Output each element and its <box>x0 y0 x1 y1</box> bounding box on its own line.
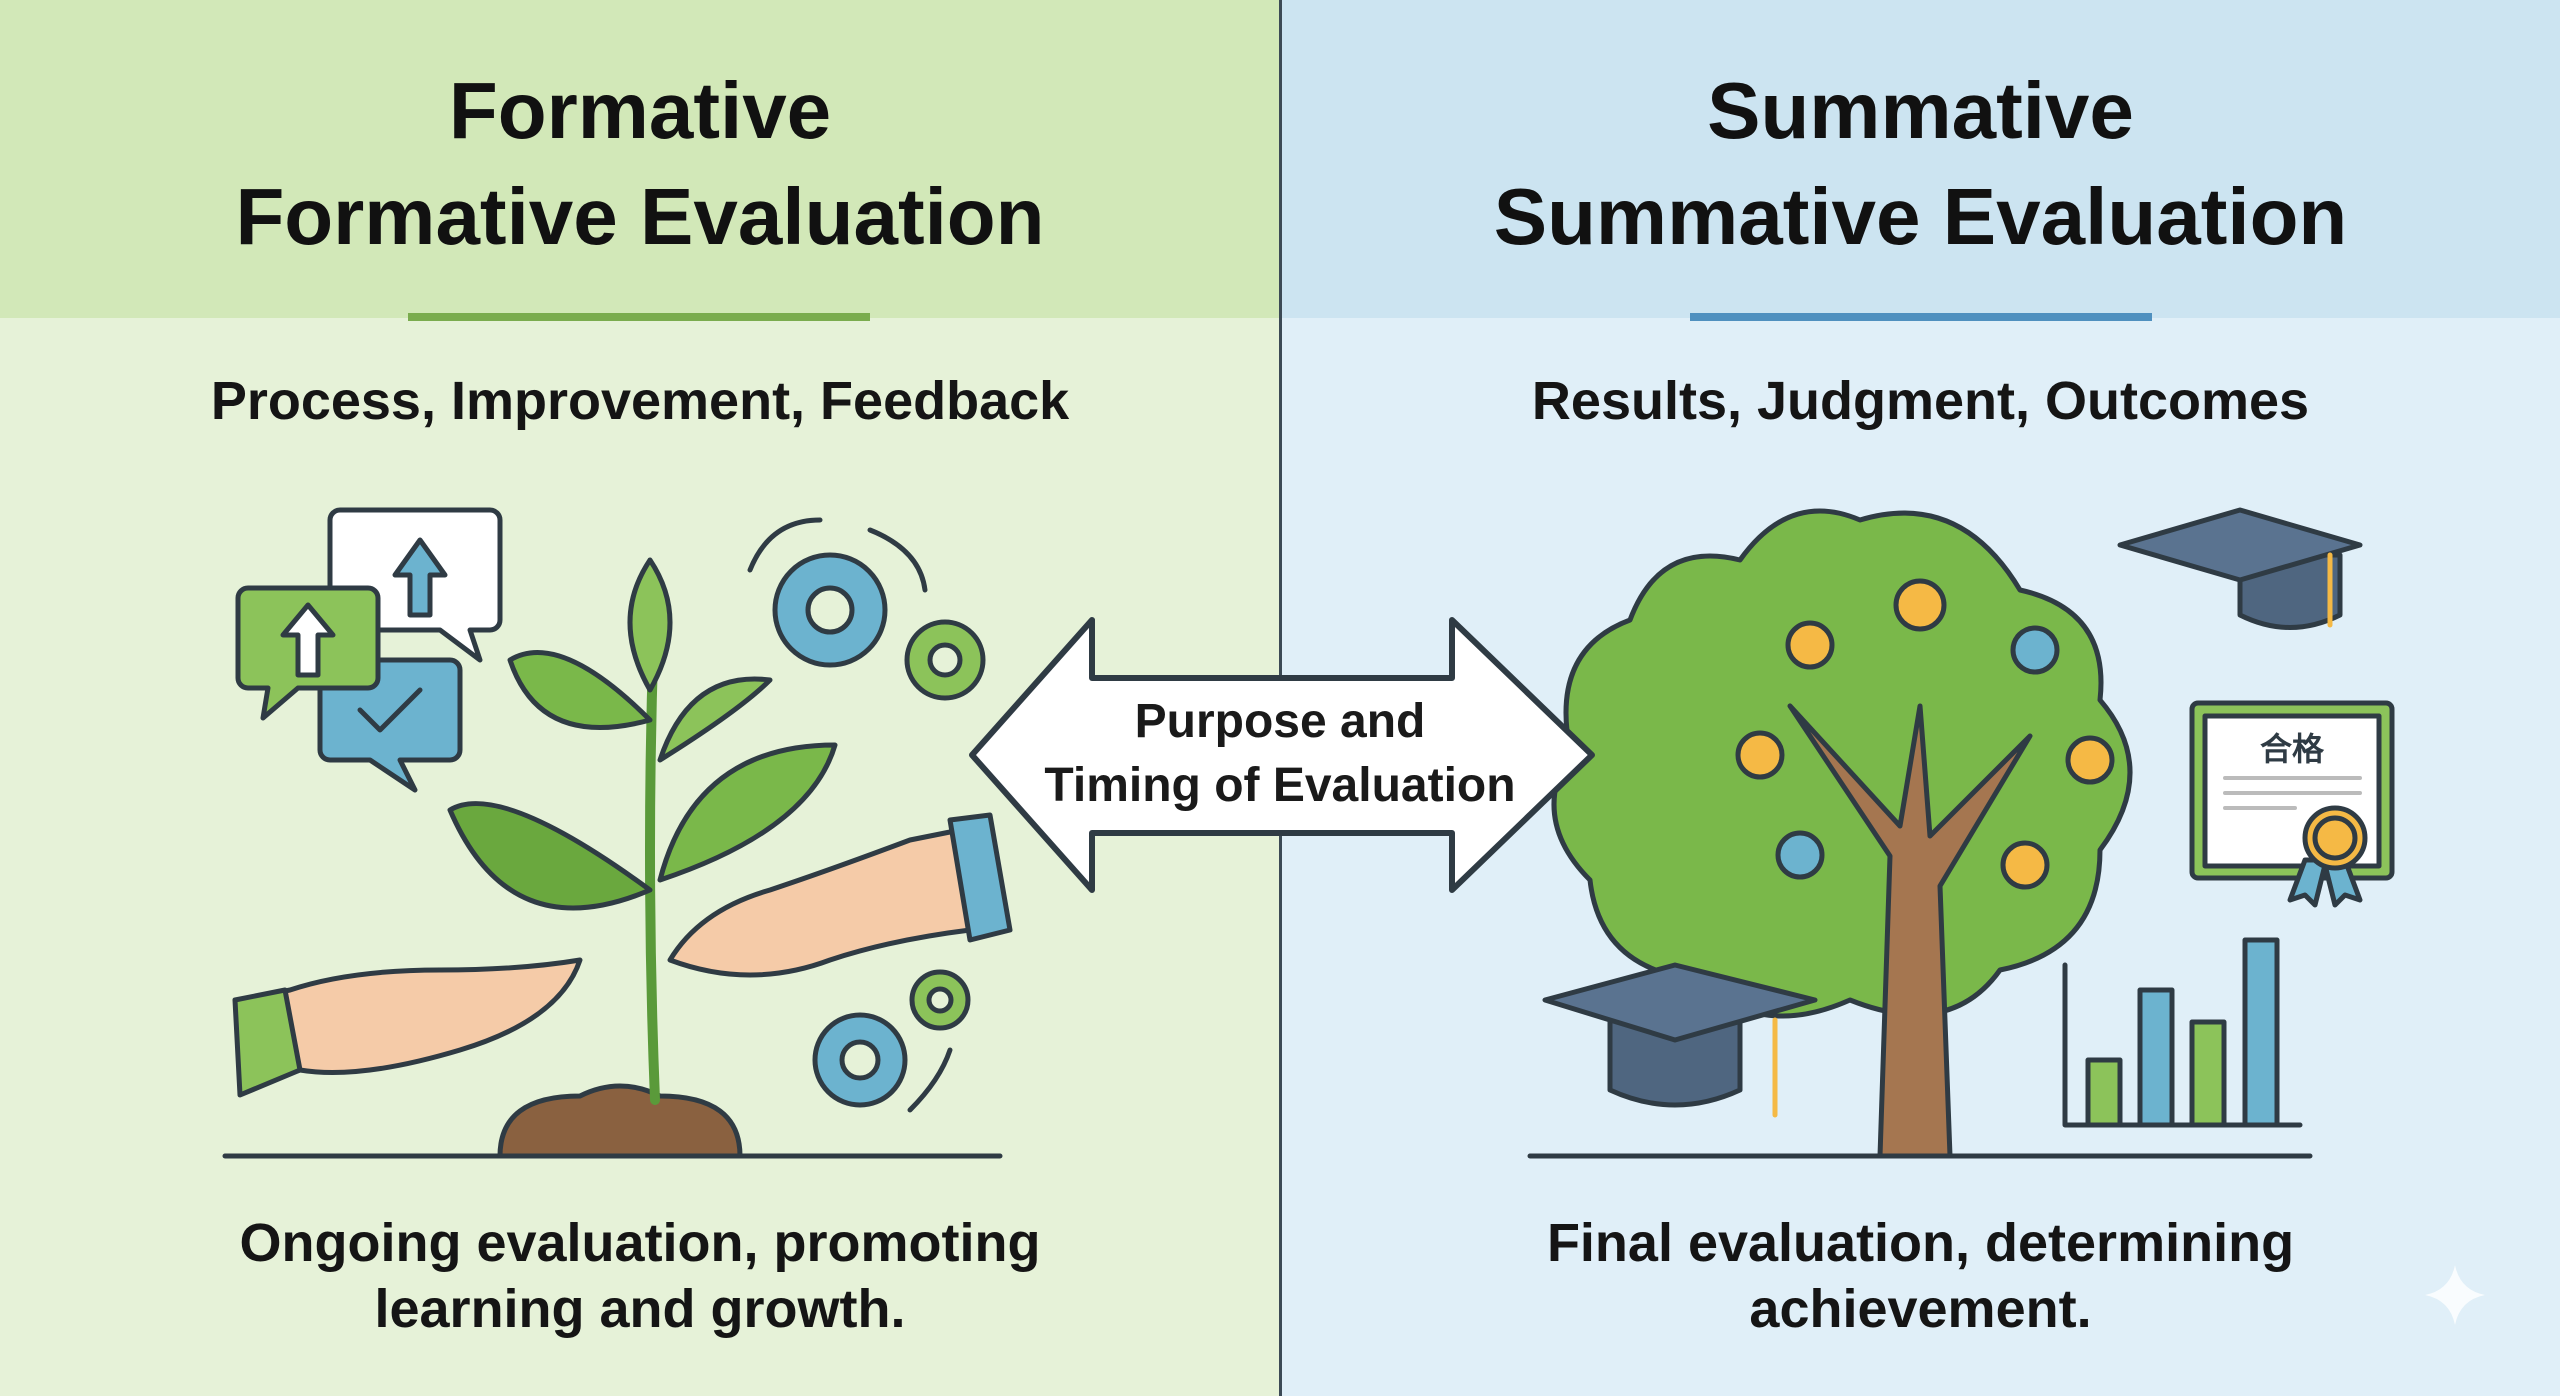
summative-header-band <box>1281 0 2560 318</box>
center-arrow-line2: Timing of Evaluation <box>1044 759 1516 812</box>
formative-underline <box>408 313 870 321</box>
summative-underline <box>1690 313 2152 321</box>
certificate-text: 合格 <box>2260 730 2325 768</box>
sparkle-icon <box>2425 1265 2485 1325</box>
speech-bubbles-icon <box>235 507 503 793</box>
formative-title-line1: Formative <box>448 66 832 155</box>
certificate-icon: 合格 <box>2189 700 2395 908</box>
formative-description-line2: learning and growth. <box>374 1279 906 1339</box>
hands-icon <box>232 812 1013 1098</box>
summative-title-line2: Summative Evaluation <box>1493 172 2348 261</box>
formative-description: Ongoing evaluation, promoting learning a… <box>0 1210 1280 1342</box>
formative-keywords: Process, Improvement, Feedback <box>210 371 1070 431</box>
gears-icon <box>747 517 986 1113</box>
center-arrow-line1: Purpose and <box>1134 695 1426 748</box>
formative-header-band <box>0 0 1280 318</box>
double-arrow-icon <box>969 617 1595 893</box>
summative-description-line2: achievement. <box>1749 1279 2092 1339</box>
summative-description: Final evaluation, determining achievemen… <box>1281 1210 2560 1342</box>
graduation-cap-icon <box>1542 507 2363 1118</box>
formative-title-line2: Formative Evaluation <box>235 172 1045 261</box>
summative-keywords: Results, Judgment, Outcomes <box>1531 371 2310 431</box>
plant-icon <box>447 557 838 1159</box>
center-arrow-label: Purpose and Timing of Evaluation <box>1000 690 1560 818</box>
summative-title-line1: Summative <box>1707 66 2134 155</box>
formative-description-line1: Ongoing evaluation, promoting <box>239 1213 1041 1273</box>
summative-description-line1: Final evaluation, determining <box>1546 1213 2295 1273</box>
tree-icon <box>1551 508 2133 1159</box>
bar-chart-icon <box>2062 937 2303 1128</box>
